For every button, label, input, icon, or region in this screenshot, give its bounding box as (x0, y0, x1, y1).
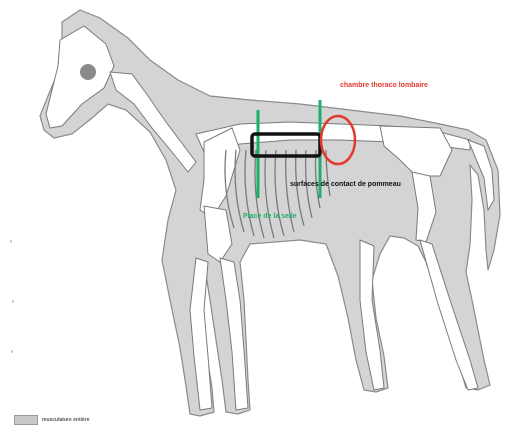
legend-text: musculature entière (42, 417, 90, 423)
pommel-contact-label: surfaces de contact de pommeau (290, 181, 401, 188)
legend-swatch (14, 415, 38, 425)
scan-marks (10, 240, 14, 353)
legend: musculature entière (14, 415, 90, 425)
eye-socket (80, 64, 96, 80)
saddle-place-label: Place de la selle (243, 213, 297, 220)
thoraco-lumbar-label: chambre thoraco lombaire (340, 82, 428, 89)
